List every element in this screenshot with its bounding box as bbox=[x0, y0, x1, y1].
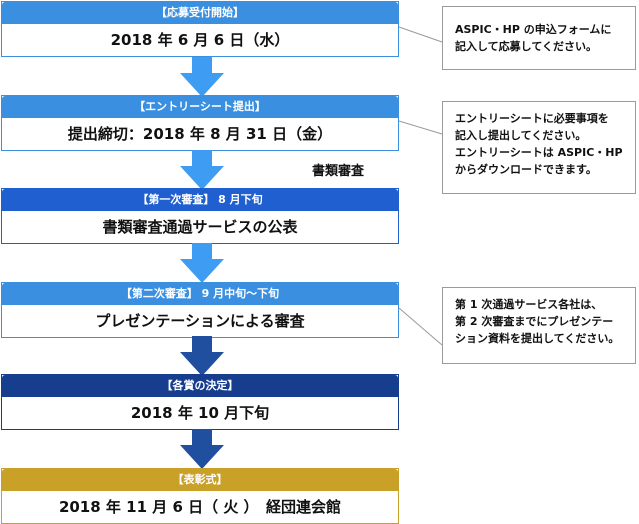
step-second-review: 【第二次審査】 9 月中旬〜下旬 プレゼンテーションによる審査 bbox=[1, 282, 399, 338]
down-arrow-icon bbox=[180, 336, 224, 376]
note-entry-sheet: エントリーシートに必要事項を 記入し提出してください。 エントリーシートは AS… bbox=[442, 101, 636, 194]
step-header: 【第一次審査】 8 月下旬 bbox=[2, 189, 398, 211]
step-entry-sheet: 【エントリーシート提出】 提出締切：2018 年 8 月 31 日（金） bbox=[1, 95, 399, 151]
step-body: 書類審査通過サービスの公表 bbox=[2, 211, 398, 243]
document-review-label: 書類審査 bbox=[312, 164, 365, 179]
step-header: 【エントリーシート提出】 bbox=[2, 96, 398, 118]
down-arrow-icon bbox=[180, 429, 224, 469]
step-header: 【応募受付開始】 bbox=[2, 2, 398, 24]
step-first-review: 【第一次審査】 8 月下旬 書類審査通過サービスの公表 bbox=[1, 188, 399, 244]
step-body: プレゼンテーションによる審査 bbox=[2, 305, 398, 337]
step-body: 2018 年 6 月 6 日（水） bbox=[2, 24, 398, 56]
down-arrow-icon bbox=[180, 57, 224, 97]
step-body: 2018 年 10 月下旬 bbox=[2, 397, 398, 429]
step-header: 【表彰式】 bbox=[2, 469, 398, 491]
step-body: 提出締切：2018 年 8 月 31 日（金） bbox=[2, 118, 398, 150]
step-body: 2018 年 11 月 6 日（ 火 ） 経団連会館 bbox=[2, 491, 398, 523]
down-arrow-icon bbox=[180, 243, 224, 283]
step-award-decision: 【各賞の決定】 2018 年 10 月下旬 bbox=[1, 374, 399, 430]
note-presentation-materials: 第 1 次通過サービス各社は、 第 2 次審査までにプレゼンテー ション資料を提… bbox=[442, 287, 636, 364]
down-arrow-icon bbox=[180, 150, 224, 190]
note-application-form: ASPIC・HP の申込フォームに 記入して応募してください。 bbox=[442, 6, 636, 70]
step-header: 【各賞の決定】 bbox=[2, 375, 398, 397]
step-header: 【第二次審査】 9 月中旬〜下旬 bbox=[2, 283, 398, 305]
step-award-ceremony: 【表彰式】 2018 年 11 月 6 日（ 火 ） 経団連会館 bbox=[1, 468, 399, 524]
step-application-start: 【応募受付開始】 2018 年 6 月 6 日（水） bbox=[1, 1, 399, 57]
